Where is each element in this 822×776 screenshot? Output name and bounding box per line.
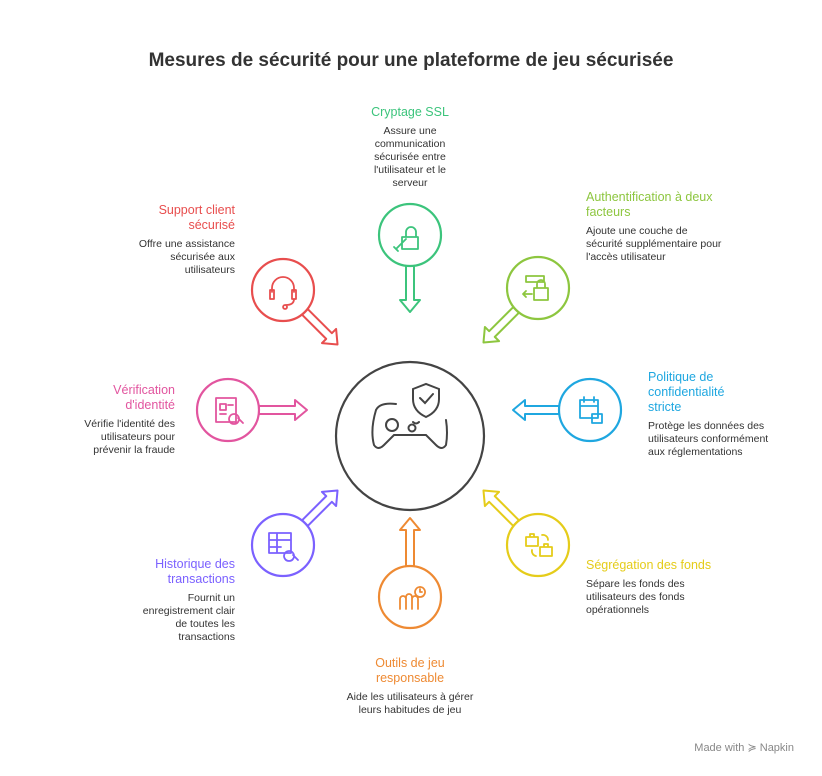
arrow xyxy=(482,489,520,527)
item-title: Politique de confidentialité stricte xyxy=(648,370,725,414)
item-desc: Aide les utilisateurs à gérer leurs habi… xyxy=(346,691,474,716)
node-headset xyxy=(250,257,339,346)
node-briefcase-swap xyxy=(482,489,571,578)
node-calendar-lock xyxy=(512,377,623,443)
arrow xyxy=(482,306,520,344)
item-title: Ségrégation des fonds xyxy=(586,558,712,572)
item-title: Authentification à deux facteurs xyxy=(586,190,713,219)
item-desc: Offre une assistance sécurisée aux utili… xyxy=(138,238,235,276)
briefcase-swap-icon xyxy=(525,533,553,557)
item-title: Cryptage SSL xyxy=(371,105,449,119)
node-circle xyxy=(377,564,443,630)
node-circle xyxy=(250,512,316,578)
center-node xyxy=(334,360,486,512)
gamepad-shield-icon xyxy=(371,382,448,449)
id-card-search-icon xyxy=(215,397,244,425)
label-ssl: Cryptage SSL Assure une communication séc… xyxy=(340,105,480,190)
arrow xyxy=(512,399,560,421)
arrow xyxy=(301,308,339,346)
page-title: Mesures de sécurité pour une plateforme … xyxy=(148,50,674,71)
item-desc: Vérifie l'identité des utilisateurs pour… xyxy=(84,418,175,456)
arrow xyxy=(258,399,308,421)
item-desc: Sépare les fonds des utilisateurs des fo… xyxy=(586,578,685,616)
hand-clock-icon xyxy=(399,586,426,610)
node-circle xyxy=(195,377,261,443)
node-two-factor-lock xyxy=(482,255,571,344)
arrow xyxy=(301,489,339,527)
arrow xyxy=(399,517,421,567)
node-id-card-search xyxy=(195,377,308,443)
item-desc: Ajoute une couche de sécurité supplément… xyxy=(586,225,722,263)
arrow xyxy=(399,265,421,313)
item-desc: Fournit un enregistrement clair de toute… xyxy=(142,592,235,643)
lock-key-icon xyxy=(393,226,419,252)
item-title: Outils de jeu responsable xyxy=(375,656,445,685)
node-circle xyxy=(377,202,443,268)
item-title: Vérification d'identité xyxy=(113,383,175,412)
node-lock-key xyxy=(377,202,443,313)
watermark: Made with ≽ Napkin xyxy=(694,742,794,754)
node-table-search xyxy=(250,489,339,578)
calendar-lock-icon xyxy=(579,396,603,424)
item-title: Historique des transactions xyxy=(155,557,235,586)
node-hand-clock xyxy=(377,517,443,630)
table-search-icon xyxy=(268,532,299,562)
node-circle xyxy=(250,257,316,323)
headset-icon xyxy=(269,276,297,310)
item-desc: Assure une communication sécurisée entre… xyxy=(373,125,447,189)
node-circle xyxy=(557,377,623,443)
item-title: Support client sécurisé xyxy=(158,203,235,232)
two-factor-lock-icon xyxy=(522,275,549,301)
item-desc: Protège les données des utilisateurs con… xyxy=(648,420,769,458)
